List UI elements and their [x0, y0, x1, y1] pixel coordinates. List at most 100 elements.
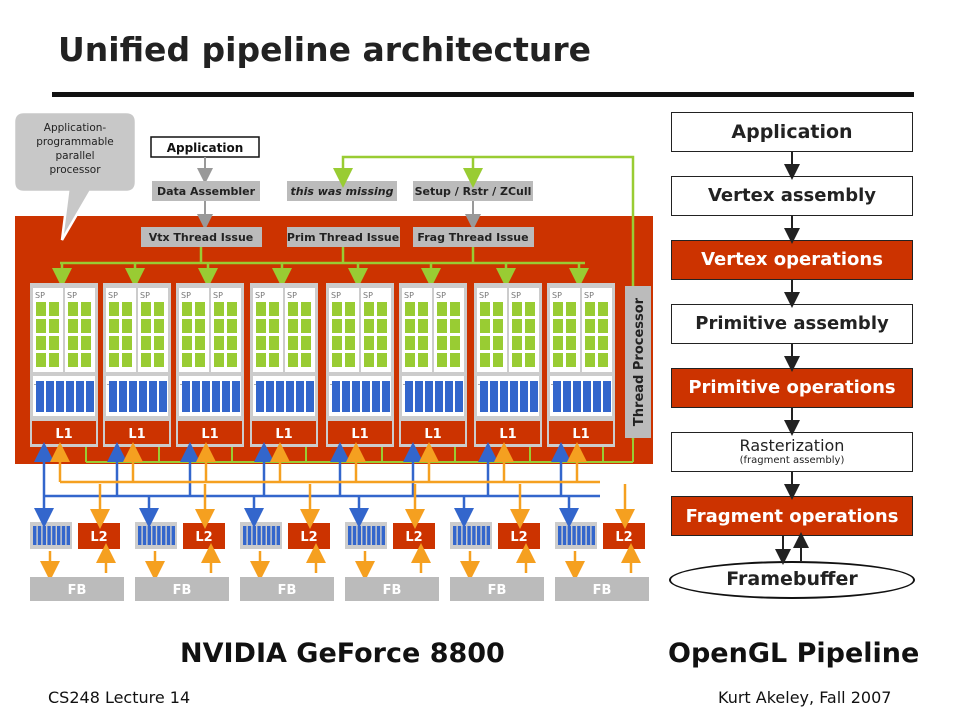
shader-cluster: SPSPTFL1 [399, 283, 467, 447]
tf-unit [232, 381, 240, 412]
application-box-label: Application [167, 141, 244, 155]
sp-core [68, 302, 78, 316]
tf-unit [435, 381, 443, 412]
sp-core [480, 353, 490, 367]
rop-unit [472, 526, 476, 545]
tf-unit [490, 381, 498, 412]
sp-core [553, 336, 563, 350]
thread-processor-box [625, 286, 651, 438]
stage-fragment-operations: Fragment operations [671, 496, 913, 536]
rop-unit [257, 526, 261, 545]
sp-core [332, 353, 342, 367]
rop-unit [348, 526, 352, 545]
sp-core [81, 302, 91, 316]
rop-unit [142, 526, 147, 545]
sp-label: SP [35, 291, 45, 300]
tf-unit [286, 381, 294, 412]
tf-unit [372, 381, 380, 412]
sp-core [377, 319, 387, 333]
shader-cluster: SPSPTFL1 [474, 283, 542, 447]
sp-core [525, 336, 535, 350]
sp-label: SP [140, 291, 150, 300]
tf-unit [332, 381, 340, 412]
framebuffer-block [555, 577, 649, 601]
sp-core [332, 302, 342, 316]
sp-core [493, 319, 503, 333]
tf-unit [66, 381, 74, 412]
callout-line: Application- [44, 122, 107, 134]
tf-unit [593, 381, 601, 412]
sp-core [288, 336, 298, 350]
sp-label: SP [67, 291, 77, 300]
tf-unit [553, 381, 561, 412]
callout-line: programmable [36, 136, 114, 148]
rop-unit [376, 526, 381, 545]
tf-unit [500, 381, 508, 412]
tf-unit [530, 381, 538, 412]
tf-unit [362, 381, 370, 412]
sp-core [377, 336, 387, 350]
tf-unit [342, 381, 350, 412]
sp-core [109, 302, 119, 316]
sp-core [182, 336, 192, 350]
sp-core [141, 336, 151, 350]
sp-core [122, 319, 132, 333]
sp-label: SP [552, 291, 562, 300]
sp-core [418, 336, 428, 350]
sp-core [182, 353, 192, 367]
sp-label: SP [287, 291, 297, 300]
rop-unit [453, 526, 457, 545]
sp-core [227, 336, 237, 350]
tf-unit [86, 381, 94, 412]
sp-core [512, 319, 522, 333]
shader-cluster: SPSPTFL1 [250, 283, 318, 447]
sp-core [377, 353, 387, 367]
sp-core [418, 353, 428, 367]
callout-line: processor [49, 164, 101, 176]
vtx-thread-issue-label: Vtx Thread Issue [149, 231, 254, 244]
sp-core [525, 353, 535, 367]
rop-unit [481, 526, 486, 545]
sp-core [36, 302, 46, 316]
sp-core [450, 353, 460, 367]
rop-unit [381, 526, 385, 545]
sp-core [81, 353, 91, 367]
tf-unit [192, 381, 200, 412]
sp-core [36, 336, 46, 350]
sp-core [437, 302, 447, 316]
sp-core [512, 336, 522, 350]
rop-unit [276, 526, 280, 545]
tf-unit [256, 381, 264, 412]
sp-core [585, 302, 595, 316]
sp-core [437, 353, 447, 367]
fb-label: FB [593, 583, 612, 598]
prim-thread-issue-box [287, 227, 400, 247]
tf-unit [139, 381, 147, 412]
sp-core [109, 319, 119, 333]
sp-core [525, 319, 535, 333]
sp-core [345, 302, 355, 316]
sp-core [154, 319, 164, 333]
sp-core [141, 319, 151, 333]
sp-core [405, 319, 415, 333]
data-assembler-box [152, 181, 260, 201]
tf-unit [222, 381, 230, 412]
tf-unit [76, 381, 84, 412]
rop-unit [591, 526, 595, 545]
sp-core [301, 319, 311, 333]
tf-unit [352, 381, 360, 412]
sp-label: SP [511, 291, 521, 300]
sp-core [598, 353, 608, 367]
tf-unit [603, 381, 611, 412]
sp-core [566, 353, 576, 367]
sp-core [68, 319, 78, 333]
sp-core [553, 302, 563, 316]
fb-label: FB [488, 583, 507, 598]
sp-core [377, 302, 387, 316]
rop-unit [586, 526, 591, 545]
shader-cluster: SPSPTFL1 [176, 283, 244, 447]
